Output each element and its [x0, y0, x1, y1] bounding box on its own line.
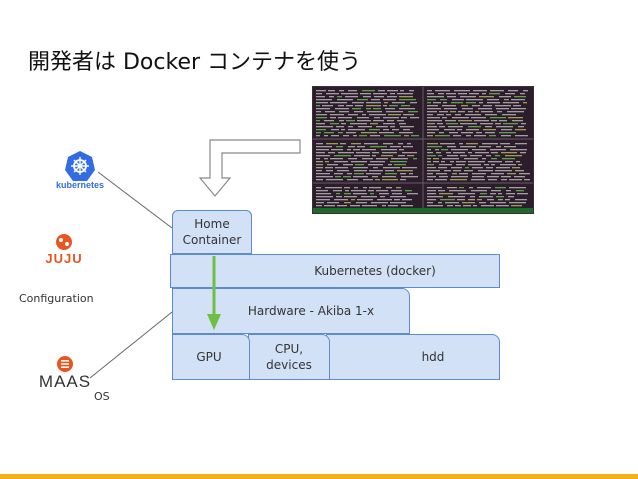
bottom-accent-bar — [0, 474, 638, 479]
connector-kubernetes — [97, 171, 173, 229]
kubernetes-docker-label: Kubernetes (docker) — [314, 263, 436, 278]
kubernetes-wordmark: kubernetes — [55, 180, 105, 190]
home-container-box: Home Container — [172, 210, 252, 254]
kubernetes-logo: kubernetes — [48, 148, 112, 192]
green-arrow-head — [207, 314, 221, 330]
os-label: OS — [94, 390, 110, 403]
configuration-label: Configuration — [19, 292, 94, 305]
maas-icon — [57, 356, 73, 372]
cpu-devices-label: CPU, devices — [266, 341, 312, 372]
kubernetes-icon — [65, 151, 95, 181]
cpu-devices-box: CPU, devices — [248, 334, 330, 380]
maas-logo: MAAS — [36, 354, 94, 396]
hdd-label: hdd — [421, 349, 445, 364]
juju-wordmark: JUJU — [45, 251, 83, 266]
gpu-label: GPU — [196, 349, 222, 364]
terminal-screenshot-image — [313, 87, 533, 213]
slide-title: 開発者は Docker コンテナを使う — [28, 50, 362, 75]
hollow-down-arrow — [198, 139, 301, 197]
juju-logo: JUJU — [44, 232, 84, 270]
juju-icon — [56, 234, 72, 250]
terminal-screenshot — [312, 86, 534, 214]
hardware-label: Hardware - Akiba 1-x — [247, 303, 375, 318]
connector-maas — [89, 311, 173, 379]
maas-wordmark: MAAS — [38, 372, 92, 391]
gpu-box: GPU — [172, 334, 250, 380]
hardware-box: Hardware - Akiba 1-x — [172, 288, 410, 334]
home-container-label: Home Container — [182, 216, 242, 247]
kubernetes-docker-box: Kubernetes (docker) — [170, 254, 500, 288]
hdd-box: hdd — [326, 334, 500, 380]
